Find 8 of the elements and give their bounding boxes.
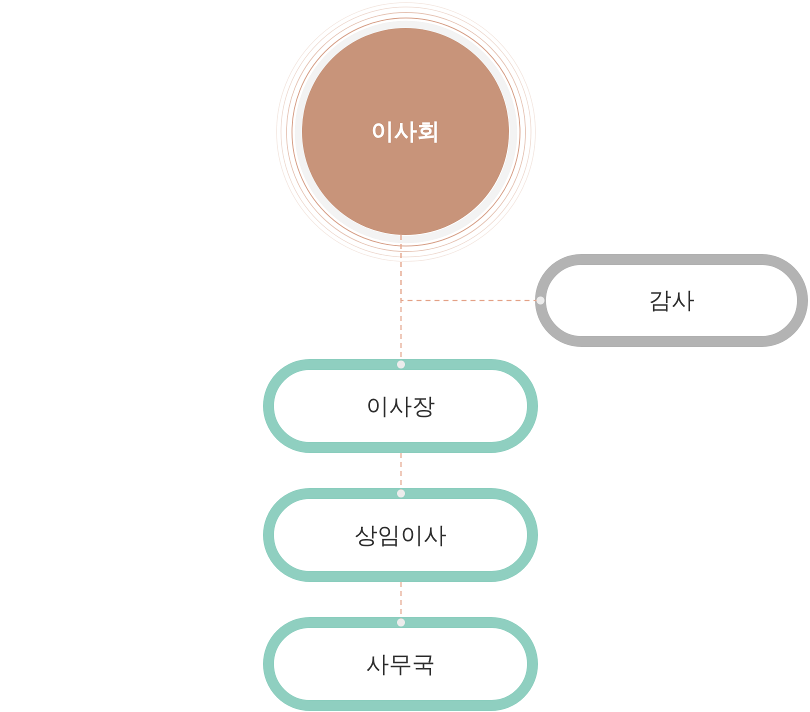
circle-node: 이사회	[302, 28, 509, 235]
pill-box: 상임이사	[263, 488, 538, 582]
connector	[400, 235, 544, 304]
pill-box: 감사	[535, 254, 808, 347]
connector	[397, 453, 405, 498]
pill-box: 사무국	[263, 617, 538, 711]
connector	[397, 582, 405, 626]
pill-box: 이사장	[263, 359, 538, 453]
